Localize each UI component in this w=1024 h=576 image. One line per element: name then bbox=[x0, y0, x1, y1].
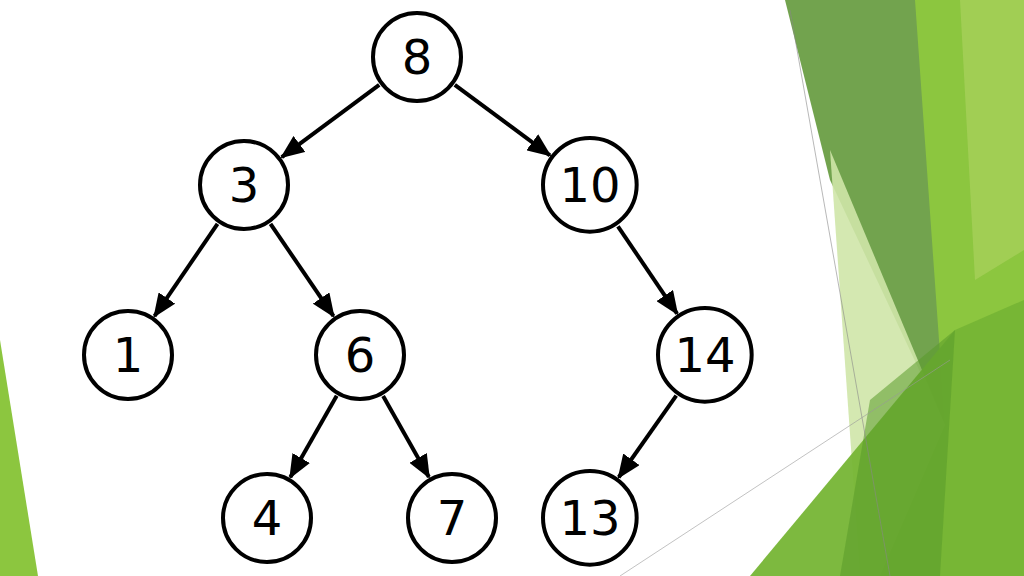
tree-node: 1 bbox=[82, 309, 174, 401]
node-key: 14 bbox=[674, 331, 735, 379]
tree-node: 3 bbox=[198, 139, 290, 231]
tree-edge bbox=[154, 224, 217, 316]
node-outline bbox=[84, 311, 172, 399]
node-key: 6 bbox=[345, 331, 376, 379]
tree-node: 13 bbox=[541, 469, 639, 567]
tree-node: 4 bbox=[221, 472, 313, 564]
node-key: 8 bbox=[402, 33, 433, 81]
tree-node: 7 bbox=[406, 472, 498, 564]
node-key: 7 bbox=[437, 494, 468, 542]
green-facet bbox=[960, 0, 1024, 280]
tree-edge bbox=[290, 396, 336, 477]
node-outline bbox=[658, 308, 752, 402]
node-outline bbox=[408, 474, 496, 562]
node-outline bbox=[373, 13, 461, 101]
tree-node: 14 bbox=[656, 306, 754, 404]
tree-edge bbox=[618, 226, 677, 313]
node-key: 13 bbox=[559, 494, 620, 542]
thin-line bbox=[620, 360, 950, 576]
node-outline bbox=[543, 138, 637, 232]
node-key: 1 bbox=[113, 331, 144, 379]
node-outline bbox=[200, 141, 288, 229]
tree-edge bbox=[619, 396, 677, 478]
thin-line bbox=[790, 10, 890, 576]
tree-edge bbox=[270, 224, 333, 316]
tree-node: 8 bbox=[371, 11, 463, 103]
tree-edge bbox=[455, 85, 550, 155]
node-outline bbox=[316, 311, 404, 399]
tree-edge bbox=[383, 396, 429, 477]
node-key: 10 bbox=[559, 161, 620, 209]
tree-edge bbox=[282, 85, 379, 157]
green-facet bbox=[840, 330, 955, 576]
green-sliver bbox=[0, 340, 38, 576]
tree-node: 6 bbox=[314, 309, 406, 401]
node-outline bbox=[223, 474, 311, 562]
tree-node: 10 bbox=[541, 136, 639, 234]
node-key: 4 bbox=[252, 494, 283, 542]
green-facet bbox=[750, 300, 1024, 576]
node-outline bbox=[543, 471, 637, 565]
node-key: 3 bbox=[229, 161, 260, 209]
